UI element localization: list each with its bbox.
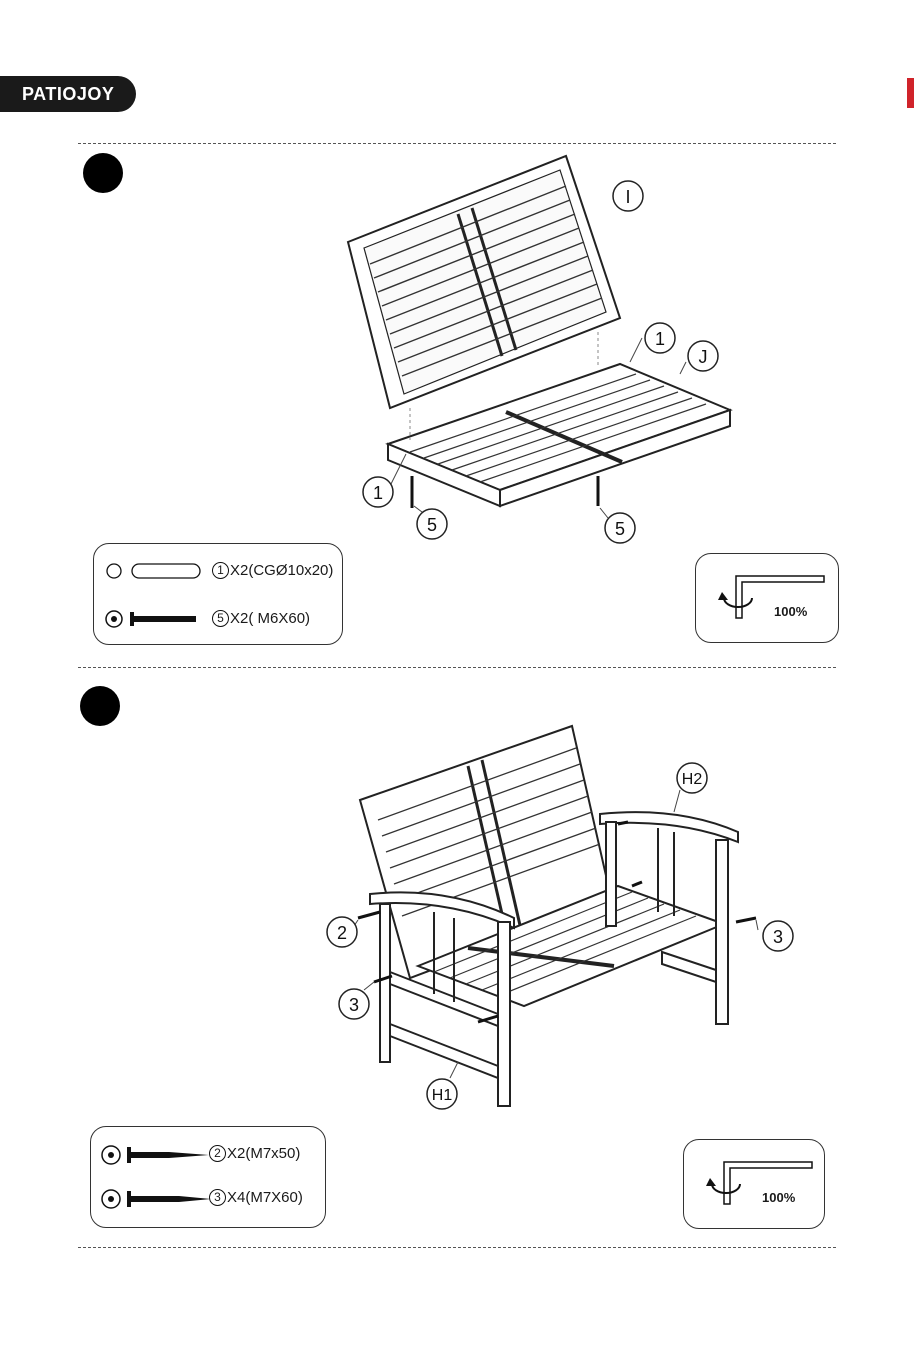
step-1-marker — [83, 153, 123, 193]
callout-bolt-left: 5 — [427, 515, 437, 535]
hardware-num: 2 — [209, 1145, 226, 1162]
page-edge-marker — [907, 78, 914, 108]
hardware-num: 1 — [212, 562, 229, 579]
step-1-illustration: I 1 J 1 5 5 — [330, 150, 750, 550]
hardware-spec: X2( M6X60) — [230, 610, 310, 627]
bolt-icon — [102, 608, 202, 630]
hardware-spec: X2(CGØ10x20) — [230, 562, 333, 579]
hardware-num: 5 — [212, 610, 229, 627]
hardware-spec: X2(M7x50) — [227, 1145, 300, 1162]
callout-screw-b-right: 3 — [773, 927, 783, 947]
callout-arm-left: H1 — [432, 1087, 453, 1104]
torque-label: 100% — [774, 604, 807, 619]
step-2-tool-box: 100% — [683, 1139, 825, 1229]
callout-back: I — [625, 187, 630, 207]
brand-logo: PATIOJOY — [0, 76, 136, 112]
callout-screw-b-left: 3 — [349, 995, 359, 1015]
hardware-spec: X4(M7X60) — [227, 1189, 303, 1206]
hardware-num: 3 — [209, 1189, 226, 1206]
callout-bolt-right: 5 — [615, 519, 625, 539]
allen-key-icon — [694, 1154, 818, 1210]
dowel-icon — [102, 560, 202, 582]
callout-arm-right: H2 — [682, 771, 703, 788]
callout-dowel-left: 1 — [373, 483, 383, 503]
allen-key-icon — [706, 568, 830, 624]
torque-label: 100% — [762, 1190, 795, 1205]
brand-name: PATIOJOY — [22, 84, 114, 105]
screw-icon — [99, 1187, 211, 1211]
step-2-marker — [80, 686, 120, 726]
divider-top — [78, 143, 836, 144]
step-2-illustration: 2 3 3 H2 H1 — [318, 716, 798, 1112]
step-1-tool-box: 100% — [695, 553, 839, 643]
screw-icon — [99, 1143, 211, 1167]
callout-dowel-right: 1 — [655, 329, 665, 349]
callout-seat: J — [699, 347, 708, 367]
divider-middle — [78, 667, 836, 668]
callout-screw-a: 2 — [337, 923, 347, 943]
divider-bottom — [78, 1247, 836, 1248]
